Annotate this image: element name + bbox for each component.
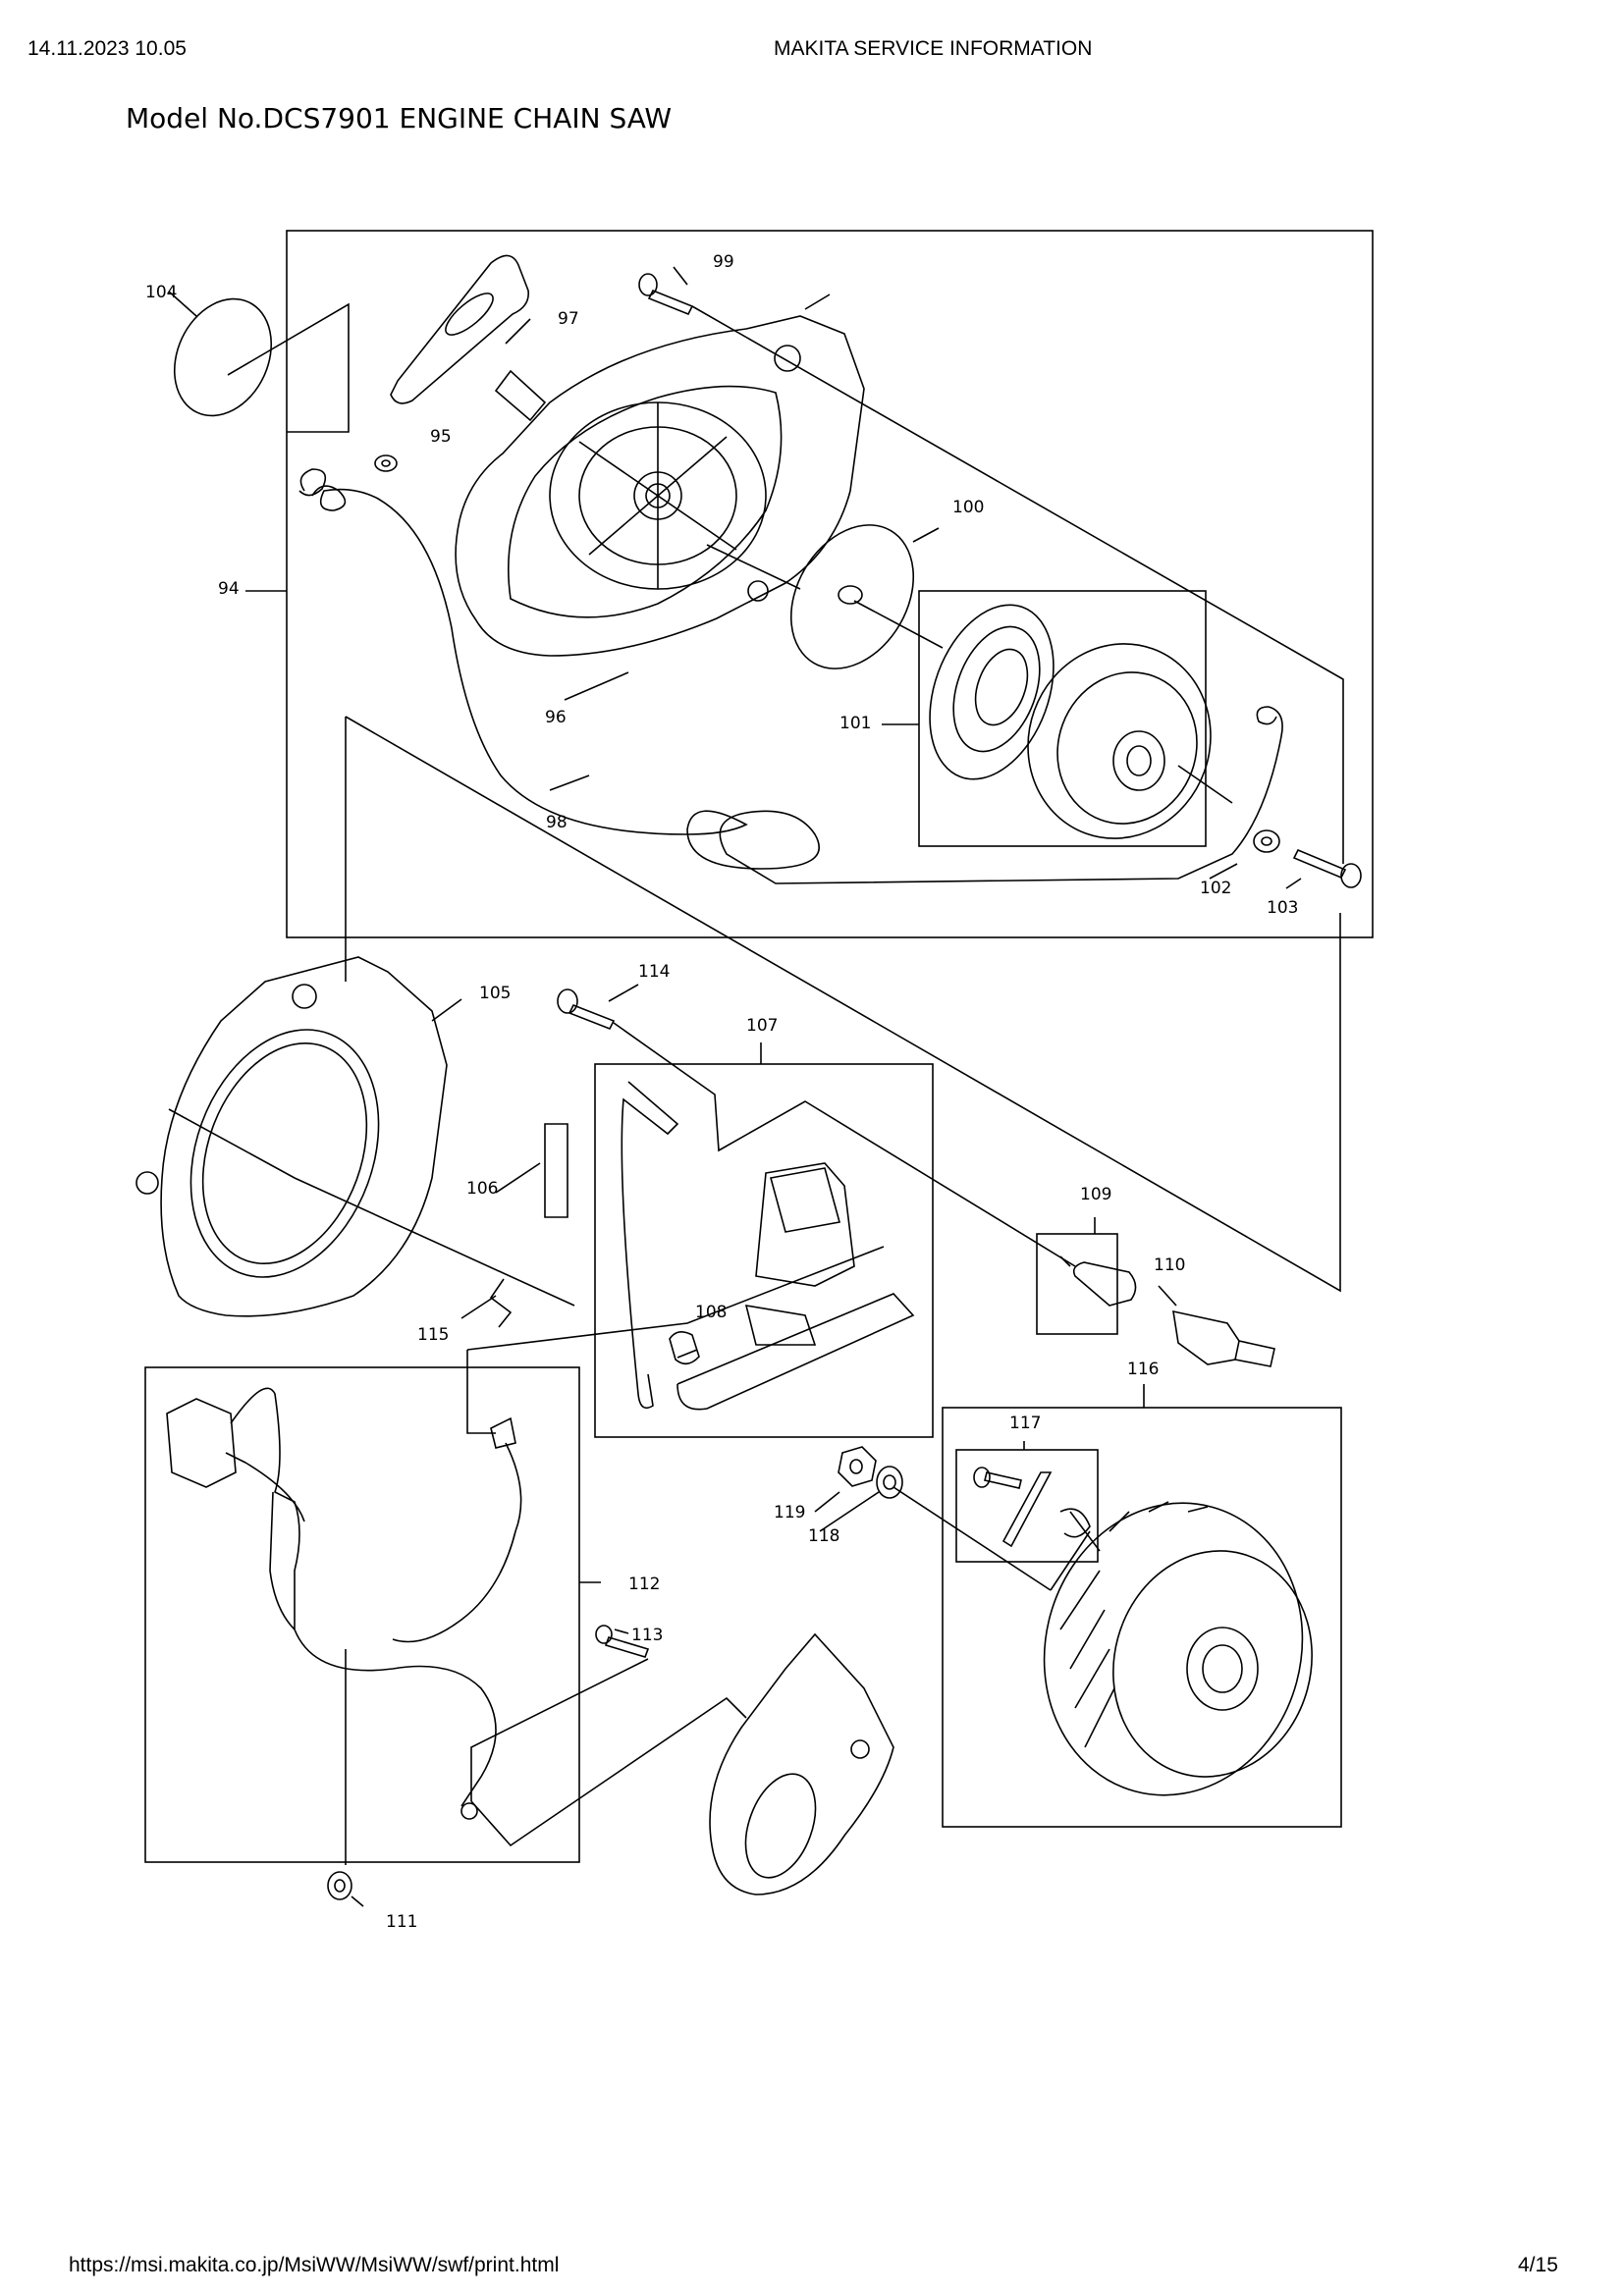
- baffle-plate-part: [709, 1632, 894, 1896]
- part-label-111: 111: [386, 1912, 417, 1932]
- part-label-112: 112: [628, 1575, 660, 1594]
- nut-119-part: [838, 1446, 877, 1487]
- rope-end-94-part: [298, 468, 327, 497]
- part-labels: 99 104 97 95 100 94 96 101 98 102 103 11…: [145, 252, 1298, 1932]
- part-label-99: 99: [713, 252, 734, 272]
- cover-disk-part: [173, 297, 273, 417]
- part-label-116: 116: [1127, 1360, 1159, 1379]
- part-label-113: 113: [631, 1626, 663, 1645]
- recoil-starter-group-box: [286, 230, 1374, 938]
- stop-switch-wire-part: [166, 1387, 522, 1820]
- screw-103-part: [1292, 848, 1362, 888]
- part-label-114: 114: [638, 962, 670, 982]
- part-label-109: 109: [1080, 1185, 1111, 1204]
- part-label-102: 102: [1200, 879, 1231, 898]
- starter-rope-part: [311, 485, 1283, 884]
- screw-99-part: [638, 273, 694, 316]
- part-label-104: 104: [145, 283, 177, 302]
- washer-118-part: [876, 1466, 903, 1499]
- reel-disk-part: [789, 524, 915, 669]
- fan-cover-part: [135, 956, 448, 1317]
- spark-plug-cap-box: [1036, 1233, 1118, 1335]
- pin-106-part: [544, 1123, 568, 1218]
- part-label-107: 107: [746, 1016, 778, 1036]
- spark-plug-part: [1172, 1309, 1275, 1367]
- spiral-spring-part: [929, 604, 1055, 780]
- rope-reel-part: [1027, 643, 1212, 839]
- part-label-96: 96: [545, 708, 567, 727]
- stop-switch-wire-box: [144, 1366, 580, 1863]
- part-label-100: 100: [952, 498, 984, 517]
- page-number: 4/15: [1518, 2254, 1558, 2276]
- washer-95-part: [374, 454, 398, 472]
- part-label-103: 103: [1267, 898, 1298, 918]
- model-title: Model No.DCS7901 ENGINE CHAIN SAW: [126, 102, 673, 134]
- part-label-119: 119: [774, 1503, 805, 1522]
- pawl-assembly-part: [973, 1467, 1091, 1548]
- ignition-coil-box: [594, 1063, 934, 1438]
- screw-113-part: [595, 1625, 650, 1658]
- part-label-106: 106: [466, 1179, 498, 1199]
- reel-assembly-box: [918, 590, 1207, 847]
- part-label-105: 105: [479, 984, 511, 1003]
- part-label-101: 101: [839, 714, 871, 733]
- part-label-98: 98: [546, 813, 568, 832]
- flywheel-pawl-box: [955, 1449, 1099, 1563]
- page-header-title: MAKITA SERVICE INFORMATION: [774, 37, 1093, 60]
- grommet-111-part: [327, 1871, 352, 1900]
- screw-114-part: [557, 988, 616, 1031]
- part-label-115: 115: [417, 1325, 449, 1345]
- fan-housing-part: [455, 315, 865, 657]
- part-label-108: 108: [695, 1303, 727, 1322]
- ignition-coil-part: [621, 1081, 915, 1411]
- flywheel-box: [942, 1407, 1342, 1828]
- flywheel-part: [1043, 1501, 1313, 1796]
- part-label-94: 94: [218, 579, 240, 599]
- part-label-117: 117: [1009, 1414, 1041, 1433]
- page-url: https://msi.makita.co.jp/MsiWW/MsiWW/swf…: [69, 2254, 560, 2276]
- print-datetime: 14.11.2023 10.05: [27, 37, 187, 60]
- part-label-97: 97: [558, 309, 579, 329]
- clip-115-part: [489, 1278, 513, 1328]
- part-label-118: 118: [808, 1526, 839, 1546]
- starter-handle-part: [390, 254, 547, 422]
- leader-lines: [168, 266, 1344, 1907]
- part-label-110: 110: [1154, 1255, 1185, 1275]
- part-label-95: 95: [430, 427, 452, 447]
- grommet-108-part: [669, 1331, 700, 1365]
- washer-102-part: [1253, 829, 1280, 853]
